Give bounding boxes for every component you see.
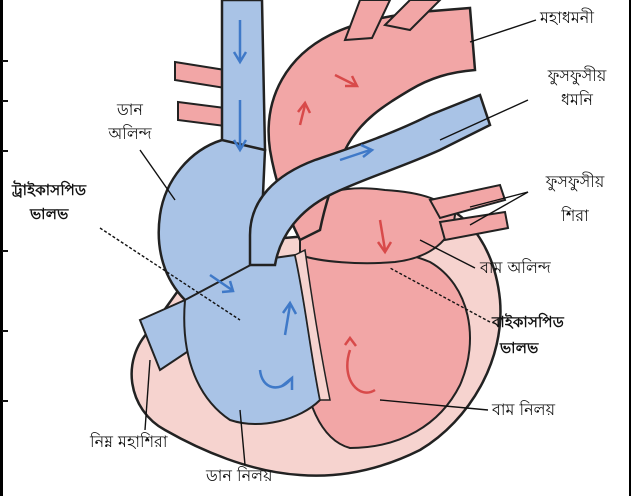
left-red-vessel-lower [178, 102, 225, 126]
label-left-ventricle: বাম নিলয় [492, 400, 555, 420]
left-red-vessel-upper [175, 62, 225, 88]
label-right-ventricle: ডান নিলয় [206, 466, 273, 486]
label-left-atrium: বাম অলিন্দ [480, 258, 551, 278]
label-aorta: মহাধমনী [540, 8, 594, 28]
leader-line [470, 20, 536, 42]
label-tricuspid-line1: ট্রাইকাসপিড [12, 180, 86, 200]
label-bicuspid-line2: ভালভ [500, 338, 538, 358]
label-pulmonary-artery-line2: ধমনি [532, 90, 622, 110]
label-tricuspid-line2: ভালভ [30, 204, 68, 224]
superior-vena-cava [222, 0, 265, 150]
label-pulmonary-vein-line1: ফুসফুসীয় [525, 172, 625, 192]
leader-line [140, 150, 175, 200]
label-inferior-vena-cava: নিম্ন মহাশিরা [90, 432, 167, 452]
label-pulmonary-artery-line1: ফুসফুসীয় [532, 66, 622, 86]
label-pulmonary-vein-line2: শিরা [525, 206, 625, 226]
label-bicuspid-line1: বাইকাসপিড [492, 312, 564, 332]
label-right-atrium-line2: অলিন্দ [92, 124, 168, 144]
label-right-atrium-line1: ডান [100, 100, 160, 120]
